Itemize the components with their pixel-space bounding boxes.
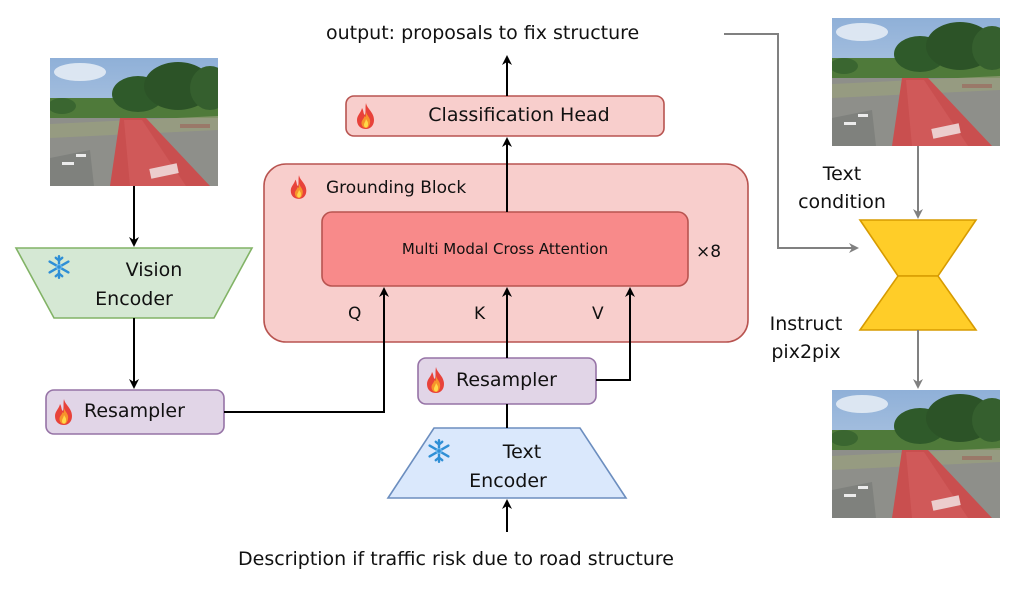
description-label: Description if traffic risk due to road … [238, 548, 674, 570]
text-condition-label: Text condition [780, 160, 904, 216]
vision-encoder-label: Vision Encoder [54, 256, 214, 314]
arrow-output-to-pix2pix [724, 33, 859, 253]
road-photo-output [832, 390, 1000, 518]
text-encoder-label: Text Encoder [428, 438, 588, 496]
output-label: output: proposals to fix structure [326, 22, 640, 44]
vision-encoder-shape [14, 247, 254, 319]
road-photo-input-left [50, 58, 218, 186]
instruct-pix2pix-label: Instruct pix2pix [746, 310, 866, 366]
text-encoder-line-1: Text [502, 441, 542, 463]
arrow-resampler-to-q [224, 287, 389, 413]
text-encoder-line-2: Encoder [469, 470, 547, 492]
text-condition-line-1: Text [822, 163, 862, 185]
resampler-left-label: Resampler [84, 400, 185, 422]
repeat-count-label: ×8 [696, 242, 722, 262]
classification-head-label: Classification Head [428, 104, 610, 126]
key-label: K [474, 304, 486, 324]
text-condition-line-2: condition [798, 191, 886, 213]
cross-attention-label: Multi Modal Cross Attention [401, 240, 609, 258]
classification-head-box [345, 95, 665, 137]
instruct-pix2pix-line-2: pix2pix [771, 341, 841, 363]
vision-encoder-line-2: Encoder [95, 288, 173, 310]
road-photo-input-right [832, 18, 1000, 146]
pix2pix-bottom-shape [858, 275, 978, 331]
grounding-block-label: Grounding Block [326, 178, 467, 198]
arrow-resampler-to-v [596, 287, 635, 381]
resampler-mid-label: Resampler [456, 369, 557, 391]
pix2pix-top-shape [858, 219, 978, 277]
vision-encoder-line-1: Vision [125, 259, 183, 281]
value-label: V [592, 304, 604, 324]
query-label: Q [348, 304, 362, 324]
instruct-pix2pix-line-1: Instruct [769, 313, 843, 335]
cross-attention-box [321, 211, 689, 287]
